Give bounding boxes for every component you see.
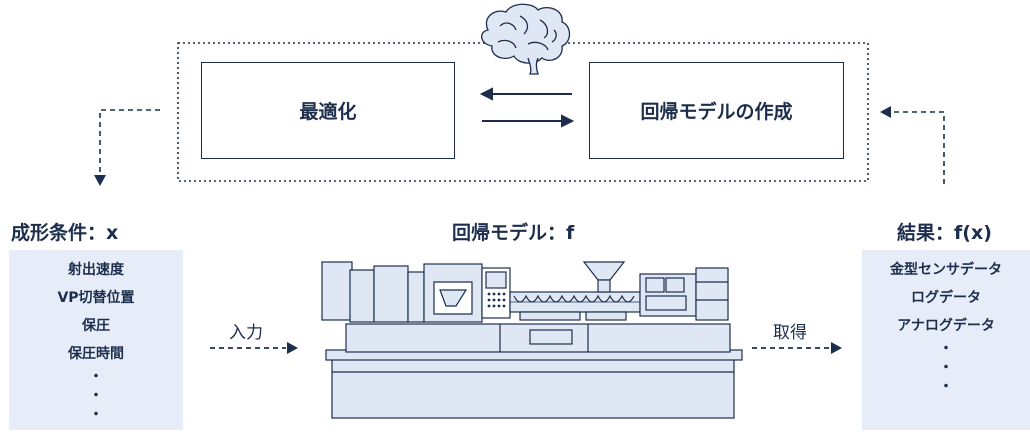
list-item: ・: [89, 407, 103, 423]
list-item: ・: [89, 369, 103, 385]
results-panel: 金型センサデータ ログデータ アナログデータ ・ ・ ・: [862, 250, 1030, 430]
list-item: ・: [89, 388, 103, 404]
acquire-label: 取得: [773, 323, 807, 343]
optimize-label: 最適化: [299, 101, 357, 123]
list-item: ・: [939, 379, 953, 395]
left-arrowhead: [94, 175, 106, 186]
results-title: 結果：f(x): [897, 222, 992, 244]
forward-arrow: [482, 114, 575, 128]
list-item: ログデータ: [911, 290, 981, 306]
list-item: ・: [939, 341, 953, 357]
list-item: 射出速度: [68, 262, 124, 278]
regression-model-title: 回帰モデル：f: [452, 222, 575, 244]
right-dashed-arrow: [892, 111, 945, 184]
right-arrowhead: [880, 106, 891, 118]
regression-label: 回帰モデルの作成: [640, 101, 793, 123]
input-arrowhead: [287, 342, 298, 354]
regression-box: 回帰モデルの作成: [589, 62, 844, 159]
brain-icon: [481, 3, 571, 75]
list-item: 保圧時間: [68, 346, 124, 362]
input-conditions-panel: 射出速度 VP切替位置 保圧 保圧時間 ・ ・ ・: [9, 250, 183, 430]
injection-molding-machine-illustration: [321, 261, 743, 419]
list-item: ・: [939, 360, 953, 376]
left-dashed-arrow: [99, 109, 160, 176]
list-item: 金型センサデータ: [890, 262, 1002, 278]
acquire-arrowhead: [831, 342, 842, 354]
input-conditions-title: 成形条件：x: [11, 222, 119, 244]
list-item: VP切替位置: [57, 290, 135, 306]
list-item: アナログデータ: [897, 318, 995, 334]
input-label: 入力: [229, 323, 263, 343]
feedback-arrow: [479, 87, 572, 101]
list-item: 保圧: [82, 318, 110, 334]
optimize-box: 最適化: [201, 62, 455, 159]
